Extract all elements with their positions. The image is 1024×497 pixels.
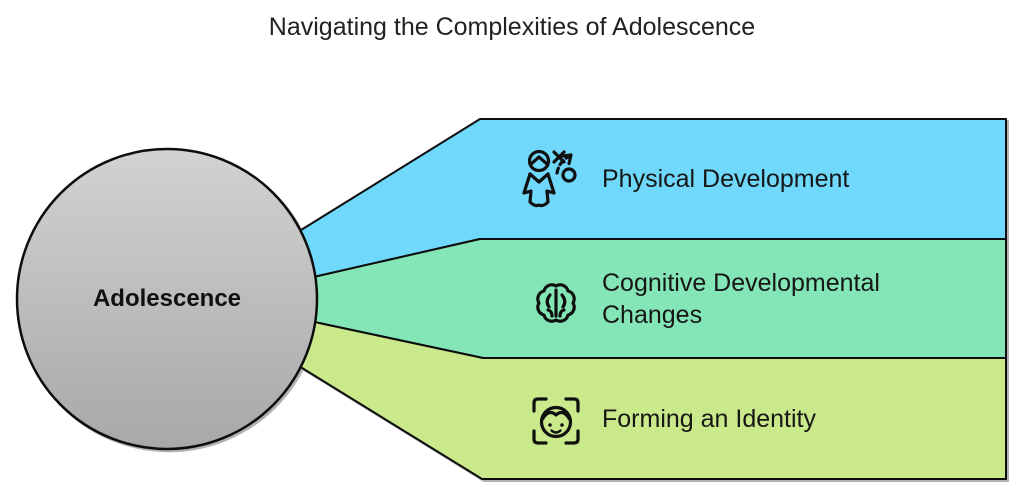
center-node-label: Adolescence xyxy=(92,285,242,312)
branch-label-forming-identity: Forming an Identity xyxy=(602,404,816,433)
brain-icon xyxy=(536,283,576,323)
face-scan-icon xyxy=(532,397,580,445)
branch-label-physical-development: Physical Development xyxy=(602,165,850,193)
branch-label-cognitive-changes: Cognitive Developmental Changes xyxy=(602,268,880,329)
person-growth-strategy-icon xyxy=(522,149,577,208)
center-node-circle xyxy=(15,147,319,451)
diagram-title: Navigating the Complexities of Adolescen… xyxy=(268,13,756,41)
